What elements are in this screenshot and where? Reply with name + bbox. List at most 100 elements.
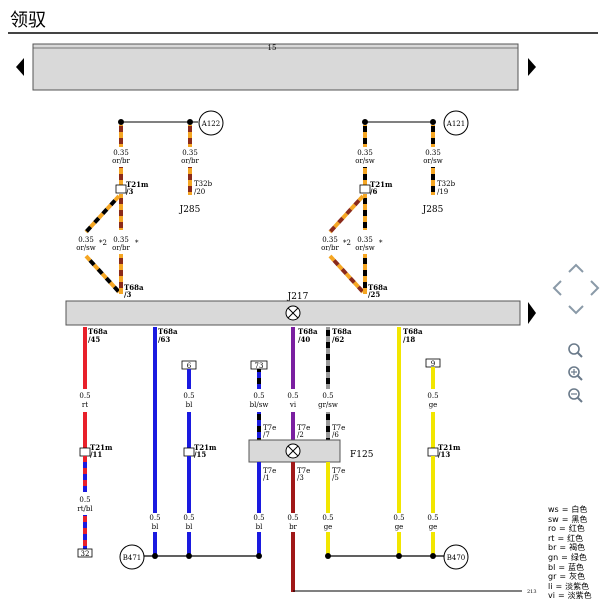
chevron-down-icon[interactable] [568,305,584,315]
legend-row: br=褐色 [548,543,595,553]
reference-number: 73 [255,362,264,370]
reference-number: 32 [81,550,90,558]
connector-pin: /25 [368,290,380,299]
component-b471-symbol [119,544,145,570]
wire-size: 0.5 [322,392,333,400]
connector-label: T32b [194,180,213,188]
legend-eq: = [557,591,565,601]
connector-pin: /3 [124,290,132,299]
connector-label: T32b [437,180,456,188]
legend-eq: = [561,514,569,524]
connector-pin: /1 [263,474,270,482]
connector-pin: /11 [90,450,102,459]
wire-note: * [135,239,139,247]
connector-pin: /63 [158,335,170,344]
wire-rt-bl [83,456,87,492]
legend-row: ws=白色 [548,505,595,515]
wire-note: * [379,239,383,247]
connector-label: T21m [194,443,217,452]
wire-node [430,553,436,559]
component-j285-label: J285 [179,205,201,215]
connector-label: T68a [332,327,352,336]
legend-row: vi=淡紫色 [548,591,595,601]
wire-bl [187,532,191,556]
wire-size: 0.35 [113,149,129,157]
wire-size: 0.35 [425,149,441,157]
wire-or-br-diagonal-dash [328,254,365,294]
connector-pin: /19 [437,188,448,196]
wire-color: or/br [181,157,199,165]
legend-code: bl [548,562,556,572]
wire-or-br-diagonal-dash [328,194,365,234]
wire-ge [397,532,401,556]
chevron-up-icon[interactable] [568,263,584,273]
wire-ge [431,456,435,513]
legend-name: 黑色 [571,514,588,524]
reference-number: 213 [527,589,537,595]
legend-row: ro=红色 [548,524,595,534]
zoom-out-icon[interactable] [568,388,583,403]
page-strip[interactable] [32,43,519,91]
wire-color: gr/sw [318,401,338,409]
wire-or-br [119,125,123,147]
wire-color: or/br [112,244,130,252]
reference-box [77,548,93,558]
connector-pin: /3 [126,187,134,196]
wire-node [118,119,124,125]
prev-page-arrow-icon[interactable] [16,58,24,76]
component-j217-box [65,300,521,326]
wire-br [291,532,295,592]
wire-color: rt [82,401,88,409]
connector-pin: /5 [332,474,339,482]
wire-size: 0.35 [357,149,373,157]
legend-eq: = [559,524,566,534]
connector-pin: /45 [88,335,100,344]
legend-code: gn [548,552,559,562]
chevron-left-icon[interactable] [552,280,562,296]
wire-color: ge [395,523,404,531]
component-b471-label: B471 [123,554,142,562]
wire-bl-sw [257,412,261,440]
wire-bl [257,462,261,513]
next-page-arrow-icon[interactable] [528,302,536,324]
page-title: 领驭 [10,10,46,31]
legend-row: bl=蓝色 [548,563,595,573]
legend-eq: = [555,581,563,591]
wire-size: 0.5 [427,392,438,400]
legend-code: gr [548,572,557,582]
wire-color: ge [429,523,438,531]
wire-size: 0.5 [322,514,333,522]
legend-code: vi [548,591,555,601]
legend-name: 红色 [567,533,584,543]
connector-label: T21m [90,443,113,452]
legend-name: 褐色 [569,543,586,553]
legend-name: 红色 [568,524,585,534]
wire-color: rt/bl [77,505,93,513]
wire-size: 0.35 [357,236,373,244]
wire-ge [326,532,330,556]
reference-number: 6 [187,362,192,370]
legend-name: 白色 [571,505,588,514]
legend-name: 灰色 [569,572,586,582]
wire-ge [431,532,435,556]
wire-size: 0.35 [78,236,94,244]
wire-color: or/sw [423,157,443,165]
component-a121-symbol [443,110,469,136]
wire-color: vi [289,401,297,409]
wire-rt [83,327,87,389]
connector-pin: /18 [403,335,415,344]
wire-or-br [188,125,192,147]
wire-bl [153,532,157,556]
connector-label: T7e [263,424,276,432]
chevron-right-icon[interactable] [590,280,600,296]
wire-color: bl [152,523,159,531]
wire-size: 0.5 [79,496,90,504]
connector-label: T68a [88,327,108,336]
next-page-arrow-icon[interactable] [528,58,536,76]
component-j217-label: J217 [287,292,309,302]
wire-node [325,553,331,559]
legend-eq: = [561,552,568,562]
zoom-fit-icon[interactable] [568,343,583,358]
zoom-in-icon[interactable] [568,366,583,381]
wire-vi [291,412,295,440]
